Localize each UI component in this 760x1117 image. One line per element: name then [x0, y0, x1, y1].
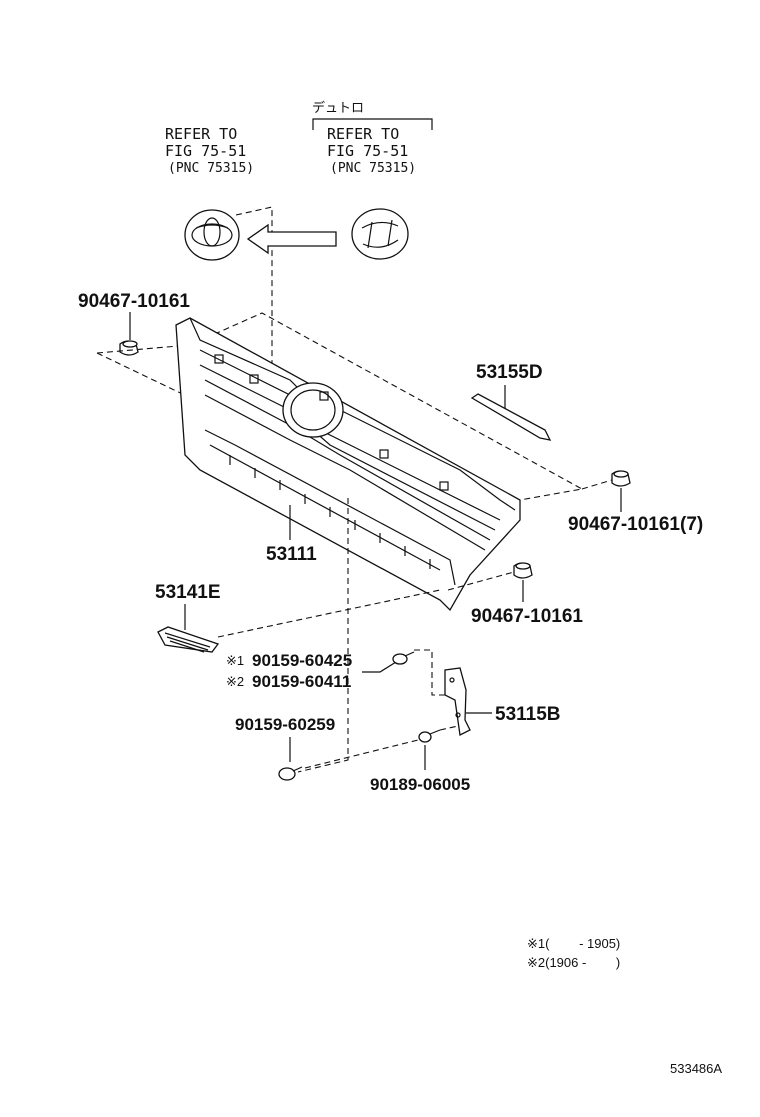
screw-bottom-icon	[278, 766, 303, 781]
mark-screw-2: ※2	[226, 674, 244, 689]
bracket-part	[444, 667, 471, 736]
refer-right-line1: REFER TO	[327, 125, 399, 143]
emblem-right-icon	[351, 208, 409, 260]
leader-screw-1	[362, 661, 397, 673]
note-1: ※1( - 1905)	[527, 936, 620, 951]
part-label-clip-right-top: 90467-10161(7)	[568, 514, 703, 535]
clip-left-icon	[119, 340, 139, 356]
part-label-bolt: 90189-06005	[370, 775, 470, 794]
variant-bracket	[312, 118, 433, 130]
bolt-icon	[418, 729, 441, 743]
molding-part	[470, 393, 552, 441]
arrow-icon	[246, 223, 337, 255]
radiator-grille	[175, 317, 521, 612]
refer-left-line2: FIG 75-51	[165, 142, 246, 160]
screw-icon	[392, 651, 415, 665]
part-label-grille: 53111	[266, 544, 317, 565]
refer-left-line3: (PNC 75315)	[168, 161, 254, 176]
mark-screw-1: ※1	[226, 653, 244, 668]
clip-right-bottom-icon	[513, 562, 533, 579]
part-label-screw-2: 90159-60411	[252, 672, 351, 691]
bolt-guide	[304, 739, 419, 769]
part-label-molding: 53155D	[476, 362, 543, 383]
lower-grille-part	[157, 626, 220, 653]
clip-left-guide	[96, 312, 584, 501]
lower-grille-guide	[217, 589, 441, 638]
part-label-screw-1: 90159-60425	[252, 651, 352, 670]
screw-guide	[414, 649, 445, 696]
variant-label: デュトロ	[312, 100, 364, 115]
note-2: ※2(1906 - )	[527, 955, 620, 970]
refer-right-line2: FIG 75-51	[327, 142, 408, 160]
clip-right-bottom-guide	[447, 571, 515, 591]
clip-right-top-guide	[581, 479, 613, 490]
part-label-clip-right-bottom: 90467-10161	[471, 606, 583, 627]
grille-vertical-guide	[297, 498, 349, 773]
emblem-left-icon	[184, 209, 240, 261]
part-label-lower-grille: 53141E	[155, 582, 221, 603]
bolt-guide-2	[439, 725, 459, 731]
part-label-bracket: 53115B	[495, 704, 561, 725]
emblem-guide-line	[235, 206, 273, 430]
refer-right-line3: (PNC 75315)	[330, 161, 416, 176]
refer-left-line1: REFER TO	[165, 125, 237, 143]
part-label-screw-bottom: 90159-60259	[235, 715, 335, 734]
part-label-clip-left: 90467-10161	[78, 291, 190, 312]
clip-right-top-icon	[611, 470, 631, 487]
figure-code: 533486A	[670, 1061, 722, 1076]
